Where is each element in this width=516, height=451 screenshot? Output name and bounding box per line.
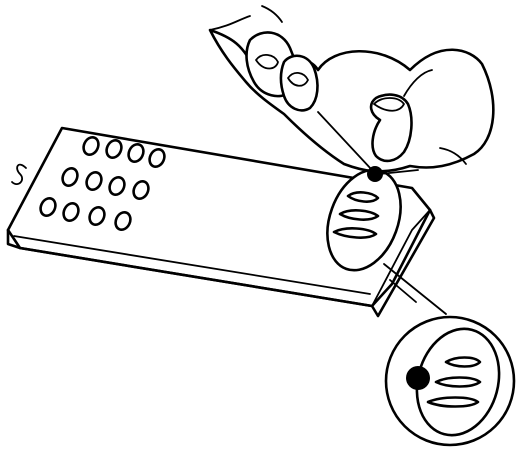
release-hole-dot xyxy=(367,166,383,182)
pin-line xyxy=(379,169,419,175)
thumb xyxy=(369,93,413,163)
callout-circle xyxy=(384,315,516,447)
keypad-button xyxy=(62,202,80,222)
keypad-button xyxy=(82,136,100,156)
slot-button xyxy=(332,227,378,239)
fingernail xyxy=(287,72,309,87)
remote-control xyxy=(6,126,436,318)
hand xyxy=(208,5,495,173)
remote-cable-hook xyxy=(11,163,27,186)
callout-slot-button xyxy=(426,396,480,408)
keypad xyxy=(39,136,166,231)
keypad-button xyxy=(61,167,79,187)
slot-button xyxy=(346,191,380,203)
remote-end-bevel xyxy=(371,209,431,307)
fingernail xyxy=(255,54,279,70)
callout-slot-button xyxy=(434,376,482,388)
keypad-button xyxy=(114,211,132,231)
keypad-button xyxy=(85,171,103,191)
pin-tool xyxy=(317,111,419,182)
callout-release-dot xyxy=(406,366,430,390)
knuckle-line xyxy=(403,69,433,97)
keypad-button xyxy=(88,206,106,226)
keypad-button xyxy=(148,148,166,168)
wrist-crease xyxy=(209,15,251,31)
pin-line xyxy=(317,111,373,171)
remote-edge-groove xyxy=(13,235,371,295)
callout-leader-line xyxy=(383,263,447,315)
finger xyxy=(279,54,319,112)
keypad-button xyxy=(39,197,57,217)
knuckle-line xyxy=(439,147,467,165)
wrist-crease xyxy=(261,5,283,23)
keypad-button xyxy=(127,143,145,163)
callout-slot-button xyxy=(444,356,482,368)
keypad-button xyxy=(132,180,150,200)
detail-callout xyxy=(384,315,516,447)
keypad-button xyxy=(108,176,126,196)
slot-button xyxy=(338,209,380,221)
keypad-button xyxy=(105,139,123,159)
thumbnail xyxy=(373,97,405,112)
